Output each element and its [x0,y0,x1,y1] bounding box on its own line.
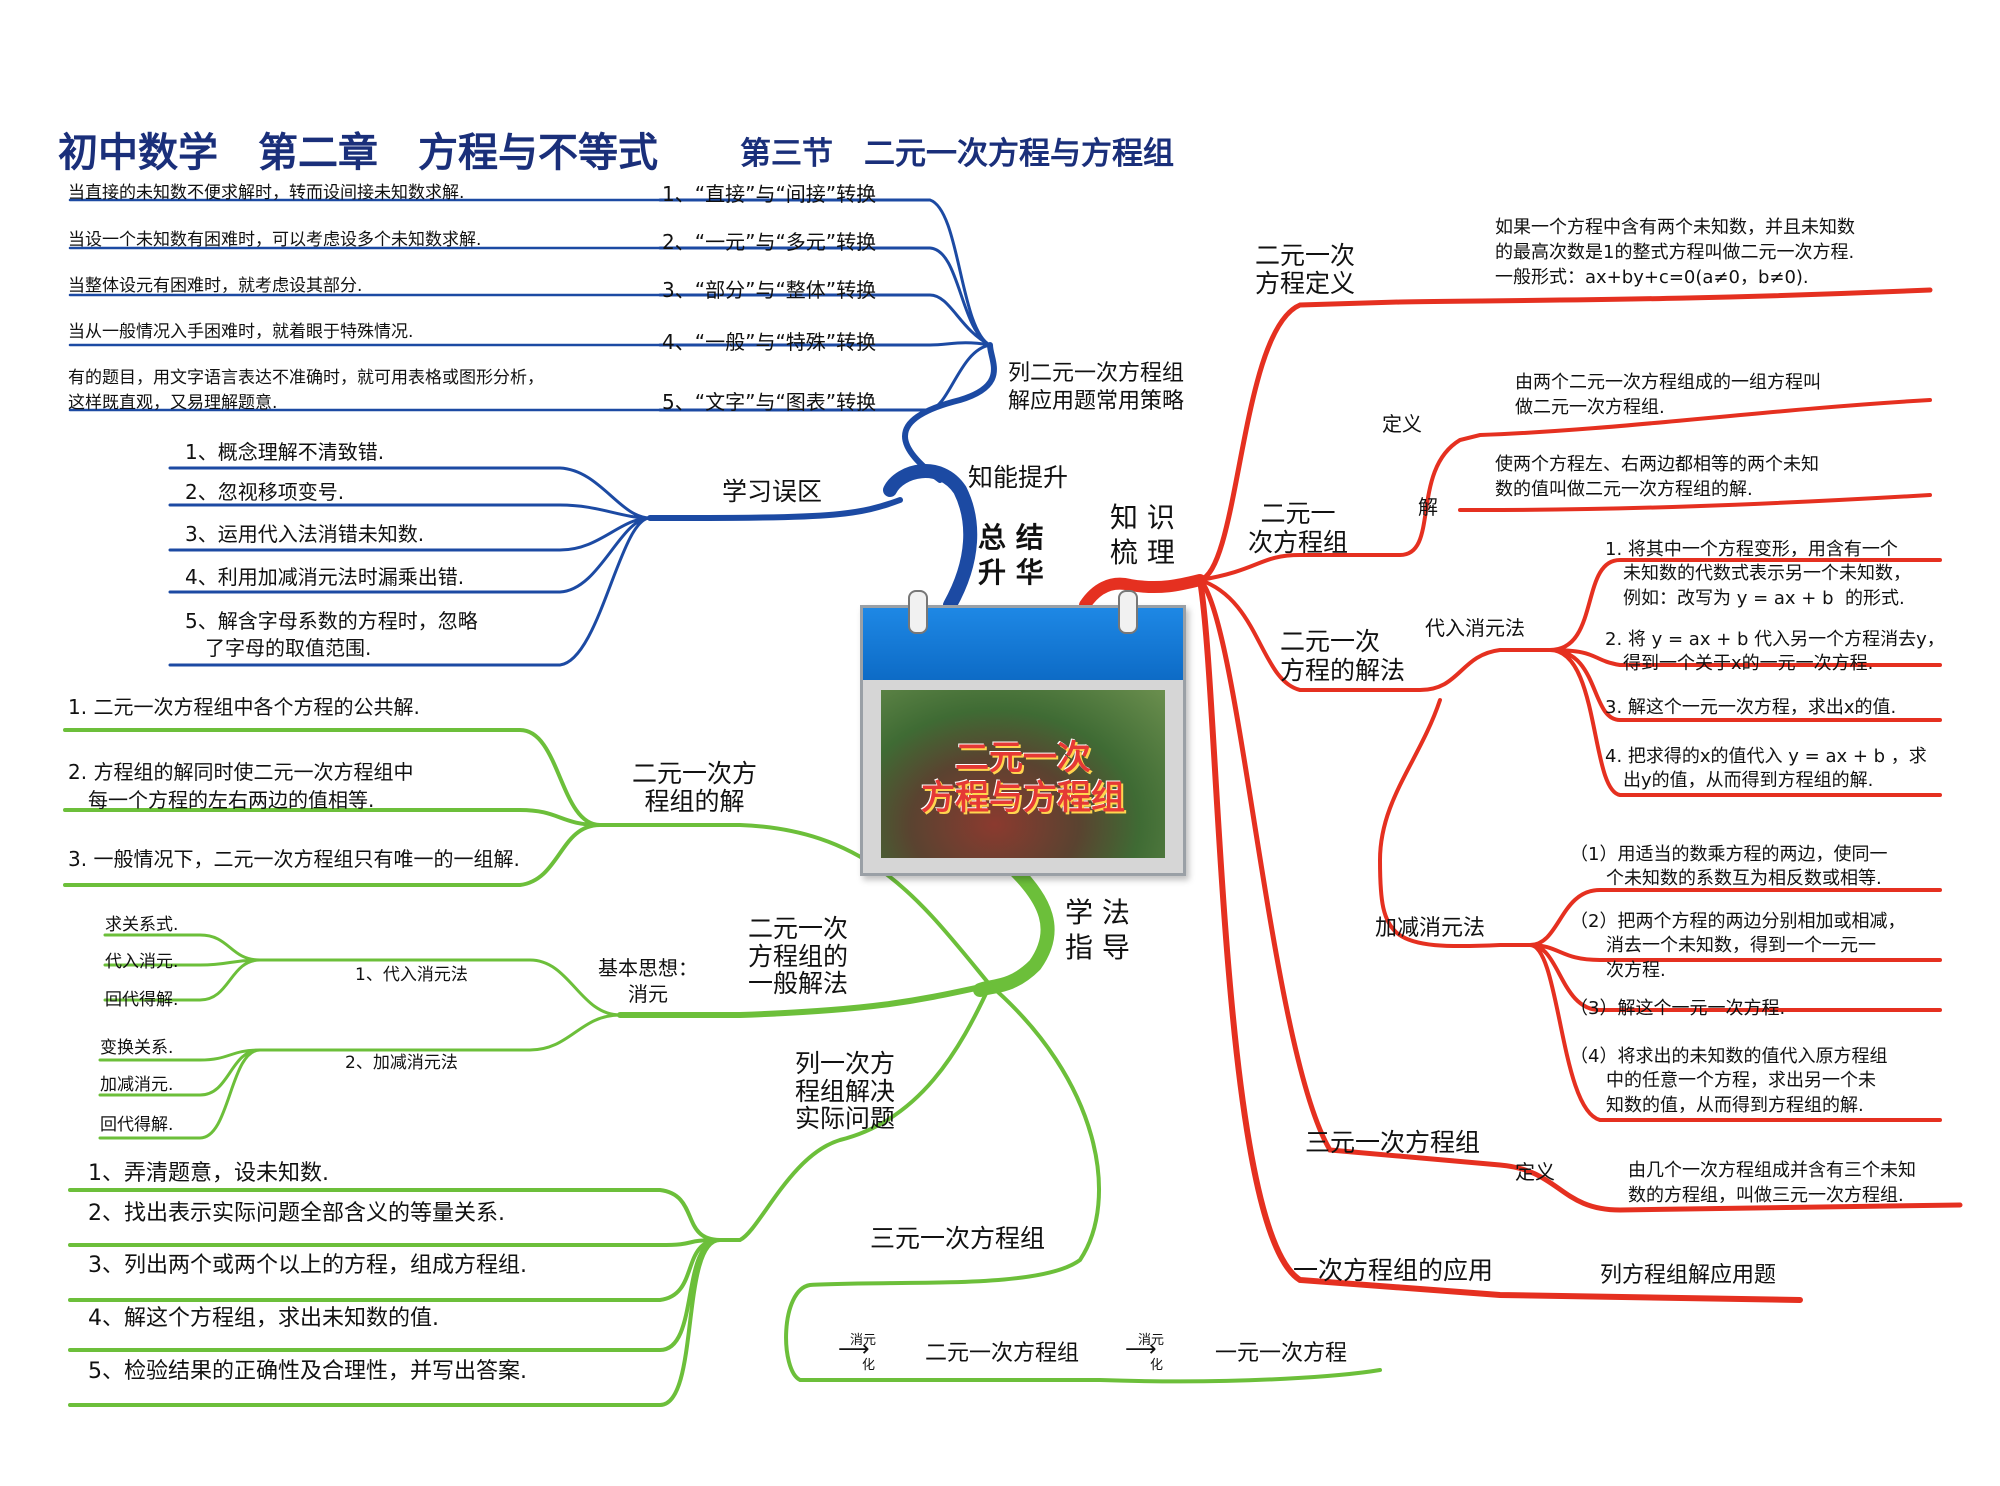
substitution-method-step: 3. 解这个一元一次方程，求出x的值. [1605,697,1897,718]
practical-step: 5、检验结果的正确性及合理性，并写出答案. [88,1359,527,1384]
flow-node: 二元一次方程组 [925,1341,1080,1366]
application-text: 列方程组解应用题 [1600,1263,1777,1288]
flow-arrow-icon: ⟶ [838,1337,870,1362]
flow-arrow-label: 消元 [1138,1333,1165,1348]
system-solution-text: 使两个方程左、右两边都相等的两个未知 数的值叫做二元一次方程组的解. [1495,454,1819,501]
general-method-idea: 基本思想： 消元 [598,956,698,1006]
strategy-item-desc: 当整体设元有困难时，就考虑设其部分. [68,276,363,296]
hub-knowledge: 知 识 梳 理 [1110,501,1175,569]
flow-arrow-label: 化 [1150,1358,1164,1373]
three-var-label: 三元一次方程组 [870,1224,1046,1253]
hub-method: 学 法 指 导 [1065,896,1130,964]
flow-node: 一元一次方程 [1215,1341,1348,1366]
strategy-label: 列二元一次方程组 解应用题常用策略 [1008,361,1185,414]
eq-def-label: 二元一次 方程定义 [1255,241,1356,298]
practical-step: 2、找出表示实际问题全部含义的等量关系. [88,1201,505,1226]
substitution-step: 求关系式. [105,915,179,935]
center-title-line1: 二元一次 [955,738,1091,778]
practical-label: 列一次方 程组解决 实际问题 [795,1049,896,1133]
strategy-item-desc: 当直接的未知数不便求解时，转而设间接未知数求解. [68,183,465,203]
substitution-label: 1、代入消元法 [355,965,468,985]
elimination-step: 加减消元. [100,1075,174,1095]
strategy-item-num: 2、“一元”与“多元”转换 [662,230,877,254]
system-def-text: 由两个二元一次方程组成的一组方程叫 做二元一次方程组. [1515,372,1821,419]
green-trunk [973,863,1055,997]
substitution-step: 代入消元. [105,952,179,972]
mistake-item: 4、利用加减消元法时漏乘出错. [185,565,465,589]
substitution-method-label: 代入消元法 [1425,616,1525,640]
three-system-def-text: 由几个一次方程组成并含有三个未知 数的方程组，叫做三元一次方程组. [1628,1160,1916,1207]
center-title-line2: 方程与方程组 [921,778,1125,818]
three-system-label: 三元一次方程组 [1305,1128,1481,1157]
eq-def-text: 如果一个方程中含有两个未知数，并且未知数 的最高次数是1的整式方程叫做二元一次方… [1495,217,1855,289]
strategy-item-num: 1、“直接”与“间接”转换 [662,182,877,206]
elimination-label: 2、加减消元法 [345,1053,458,1073]
solution-def-label: 二元一次方 程组的解 [632,759,758,816]
mistake-item: 3、运用代入法消错未知数. [185,522,425,546]
solution-def-item: 2. 方程组的解同时使二元一次方程组中 每一个方程的左右两边的值相等. [68,760,414,812]
elimination-method-label: 加减消元法 [1375,916,1486,941]
hub-summary: 总 结 升 华 [978,521,1044,589]
system-solution-label: 解 [1418,495,1438,519]
section-title: 第三节 二元一次方程与方程组 [740,136,1174,172]
blue-to-mistakes [647,497,903,521]
mistake-item: 1、概念理解不清致错. [185,440,385,464]
mistakes-label: 学习误区 [722,477,823,506]
substitution-method-step: 1. 将其中一个方程变形，用含有一个 未知数的代数式表示另一个未知数， 例如：改… [1605,539,1911,609]
flow-arrow-label: 化 [862,1358,876,1373]
mushroom-photo [881,690,1165,858]
flow-arrow-icon: ⟶ [1125,1337,1157,1362]
strategy-item-desc: 当设一个未知数有困难时，可以考虑设多个未知数求解. [68,230,482,250]
flow-arrow-label: 消元 [850,1333,877,1348]
solution-def-item: 1. 二元一次方程组中各个方程的公共解. [68,695,420,719]
practical-step: 4、解这个方程组，求出未知数的值. [88,1306,439,1331]
elimination-method-step: （4）将求出的未知数的值代入原方程组 中的任意一个方程，求出另一个未 知数的值，… [1570,1046,1888,1116]
substitution-method-step: 2. 将 y = ax + b 代入另一个方程消去y， 得到一个关于x的一元一次… [1605,629,1945,675]
strategy-item-desc: 有的题目，用文字语言表达不准确时，就可用表格或图形分析， 这样既直观，又易理解题… [68,368,544,413]
elimination-method-step: （3）解这个一元一次方程. [1570,998,1786,1019]
blue-trunk [883,464,978,612]
solution-def-item: 3. 一般情况下，二元一次方程组只有唯一的一组解. [68,847,520,871]
calendar-ring [1118,590,1138,634]
blue-to-strategy [902,342,997,483]
strategy-item-num: 3、“部分”与“整体”转换 [662,278,877,302]
red-trunk [1079,574,1206,611]
center-calendar: 二元一次 方程与方程组 [860,590,1186,876]
strategy-item-num: 4、“一般”与“特殊”转换 [662,330,877,354]
system-label: 二元一 次方程组 [1248,499,1349,557]
substitution-method-step: 4. 把求得的x的值代入 y = ax + b ，求 出y的值，从而得到方程组的… [1605,746,1927,792]
mistake-item: 5、解含字母系数的方程时，忽略 了字母的取值范围. [185,609,478,660]
methods-label: 二元一次 方程的解法 [1280,627,1406,685]
strategy-item-num: 5、“文字”与“图表”转换 [662,390,877,414]
practical-step: 3、列出两个或两个以上的方程，组成方程组. [88,1253,527,1278]
system-def-label: 定义 [1382,412,1422,436]
calendar-ring [908,590,928,634]
elimination-step: 变换关系. [100,1038,174,1058]
three-system-def-label: 定义 [1515,1160,1555,1184]
elimination-method-step: （1）用适当的数乘方程的两边，使同一 个未知数的系数互为相反数或相等. [1570,844,1888,890]
elimination-method-step: （2）把两个方程的两边分别相加或相减， 消去一个未知数，得到一个一元一 次方程. [1570,911,1906,981]
substitution-step: 回代得解. [105,990,179,1010]
strategy-item-desc: 当从一般情况入手困难时，就着眼于特殊情况. [68,322,414,342]
general-method-label: 二元一次 方程组的 一般解法 [748,914,849,998]
hub-ability: 知能提升 [968,463,1069,492]
application-label: 一次方程组的应用 [1293,1256,1494,1285]
practical-step: 1、弄清题意，设未知数. [88,1161,329,1186]
page-title: 初中数学 第二章 方程与不等式 [58,130,658,176]
mistake-item: 2、忽视移项变号. [185,480,345,504]
elimination-step: 回代得解. [100,1115,174,1135]
